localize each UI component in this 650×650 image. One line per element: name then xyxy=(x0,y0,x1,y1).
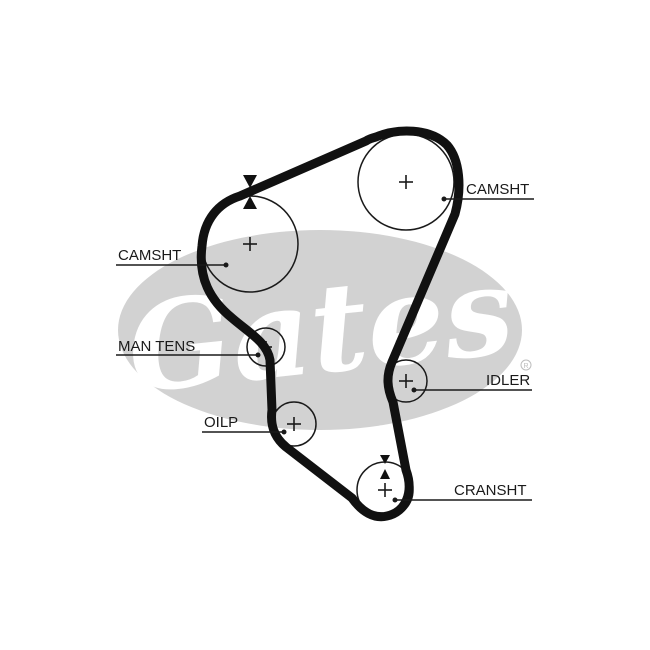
label-camshaft-left: CAMSHT xyxy=(118,247,181,264)
timing-mark-up-arrow-icon xyxy=(243,196,257,209)
timing-mark-crankshaft xyxy=(380,455,390,479)
timing-mark-up-arrow-icon xyxy=(380,469,390,479)
timing-mark-down-arrow-icon xyxy=(243,175,257,188)
timing-mark-camshaft xyxy=(243,175,257,209)
label-manual-tensioner: MAN TENS xyxy=(118,338,195,355)
label-idler: IDLER xyxy=(486,372,530,389)
pulley-camshaft-right xyxy=(357,133,455,231)
registered-mark-icon xyxy=(520,359,532,371)
timing-mark-down-arrow-icon xyxy=(380,455,390,464)
label-camshaft-right: CAMSHT xyxy=(466,181,529,198)
callout-crankshaft: CRANSHT xyxy=(392,482,532,503)
callout-camshaft-left: CAMSHT xyxy=(116,247,229,268)
registered-mark-letter: R xyxy=(523,363,528,370)
label-oil-pump: OILP xyxy=(204,414,238,431)
callout-manual-tensioner: MAN TENS xyxy=(116,338,261,358)
label-crankshaft: CRANSHT xyxy=(454,482,527,499)
timing-belt xyxy=(196,126,464,522)
callout-camshaft-right: CAMSHT xyxy=(441,181,534,202)
callout-oil-pump: OILP xyxy=(202,414,287,435)
callout-idler: IDLER xyxy=(411,372,532,393)
